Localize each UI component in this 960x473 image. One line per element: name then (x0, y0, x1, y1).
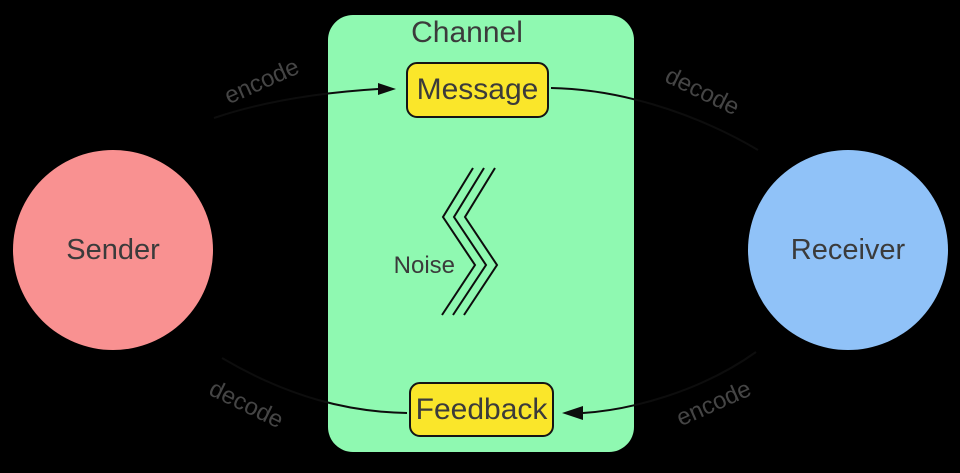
noise-label: Noise (393, 252, 455, 279)
receiver-node-label: Receiver (790, 233, 906, 266)
message-node-label: Message (416, 73, 539, 106)
edge-label-encode-top: encode (220, 53, 304, 110)
edge-label-decode-top: decode (660, 62, 744, 121)
channel-title: Channel (411, 16, 523, 49)
feedback-node: Feedback (409, 382, 554, 437)
edge-label-decode-bottom: decode (204, 375, 288, 434)
sender-node-label: Sender (66, 233, 160, 266)
receiver-node: Receiver (748, 150, 948, 350)
sender-node: Sender (13, 150, 213, 350)
message-node: Message (406, 62, 549, 118)
feedback-node-label: Feedback (415, 392, 548, 426)
edge-label-encode-bottom: encode (672, 375, 756, 432)
